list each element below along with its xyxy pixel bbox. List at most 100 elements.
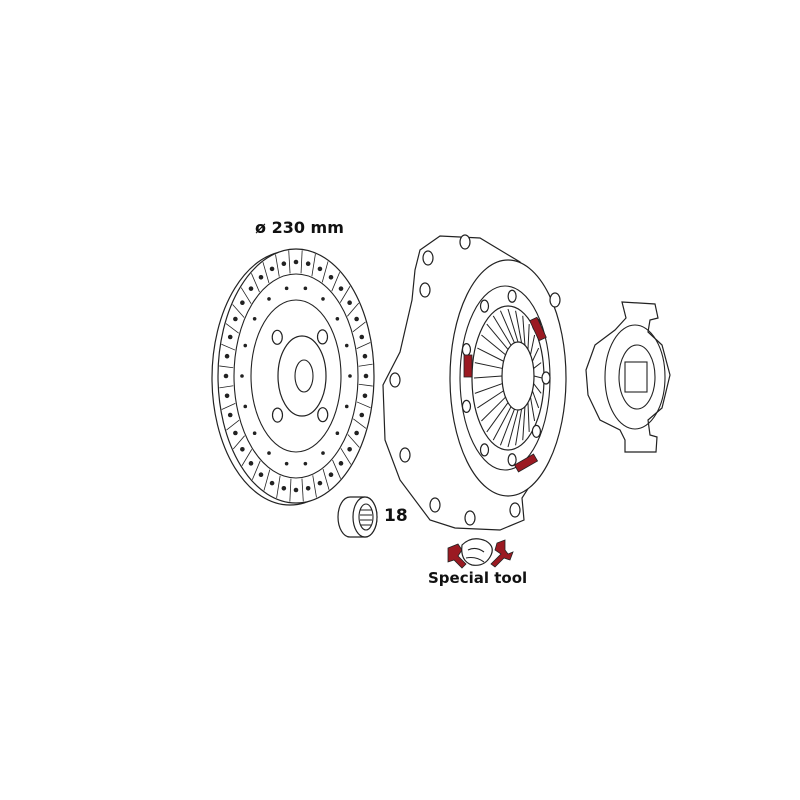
pressure-plate <box>382 234 567 531</box>
friction-rivet <box>362 353 368 359</box>
friction-groove <box>219 385 234 389</box>
rivet <box>240 374 244 378</box>
friction-rivet <box>305 485 311 491</box>
friction-groove <box>340 448 352 465</box>
rivet <box>303 286 308 291</box>
friction-groove <box>262 262 270 284</box>
diaphragm-finger <box>527 402 530 432</box>
clutch-disc <box>211 248 375 506</box>
friction-rivet <box>227 334 233 340</box>
bolt-hole <box>479 299 490 313</box>
damper-window <box>271 407 284 423</box>
diaphragm-finger <box>474 383 503 394</box>
diaphragm-finger <box>533 362 542 369</box>
mounting-hole <box>389 372 401 388</box>
rivet <box>267 451 271 455</box>
friction-rivet <box>233 316 238 322</box>
friction-groove <box>221 343 236 351</box>
friction-groove <box>311 253 316 277</box>
rivet <box>348 374 352 378</box>
friction-rivet <box>305 261 311 267</box>
rivet <box>321 297 325 301</box>
friction-rivet <box>269 266 275 272</box>
friction-rivet <box>363 373 369 379</box>
damper-window <box>271 329 283 345</box>
friction-groove <box>322 468 330 490</box>
friction-groove <box>358 383 373 387</box>
rivet <box>252 316 257 321</box>
diaphragm-finger <box>522 315 526 346</box>
friction-groove <box>301 478 304 502</box>
release-bearing <box>585 301 671 453</box>
friction-groove <box>251 460 261 480</box>
diaphragm-finger <box>481 334 506 356</box>
rivet <box>335 431 340 436</box>
friction-groove <box>221 403 236 410</box>
friction-rivet <box>258 472 264 478</box>
friction-rivet <box>240 446 245 452</box>
rivet <box>344 343 349 348</box>
friction-rivet <box>347 300 352 306</box>
friction-rivet <box>338 286 344 291</box>
diaphragm-finger <box>531 390 540 409</box>
diaphragm-finger <box>481 396 506 422</box>
friction-rivet <box>224 353 230 359</box>
friction-groove <box>232 435 245 450</box>
diaphragm-finger <box>515 310 523 343</box>
friction-groove <box>241 449 253 466</box>
mounting-hole <box>399 447 411 463</box>
special-tool-label: Special tool <box>428 569 528 587</box>
friction-groove <box>353 418 367 429</box>
friction-rivet <box>328 472 334 478</box>
mounting-hole <box>509 502 521 518</box>
friction-groove <box>347 434 360 448</box>
friction-rivet <box>281 261 287 267</box>
rivet <box>344 404 349 409</box>
friction-groove <box>251 273 260 293</box>
friction-groove <box>312 475 317 498</box>
friction-rivet <box>293 259 299 265</box>
friction-groove <box>225 323 239 334</box>
mounting-hole <box>464 510 476 526</box>
rivet <box>243 404 248 409</box>
friction-groove <box>300 250 303 274</box>
friction-groove <box>263 469 271 491</box>
bolt-hole <box>461 399 472 413</box>
rivet <box>284 461 289 466</box>
diaphragm-finger <box>474 362 503 369</box>
friction-groove <box>219 365 234 369</box>
diaphragm-finger <box>515 409 523 446</box>
diaphragm-finger <box>499 310 515 344</box>
friction-rivet <box>362 393 368 399</box>
friction-rivet <box>240 300 245 306</box>
diaphragm-finger <box>492 406 512 441</box>
special-tool-icon <box>447 538 514 569</box>
bolt-hole <box>507 289 517 303</box>
damper-window <box>317 407 329 423</box>
friction-rivet <box>227 412 233 418</box>
diameter-label: ø 230 mm <box>255 218 344 237</box>
mounting-hole <box>549 292 561 308</box>
bolt-hole <box>507 453 517 467</box>
pilot-bearing <box>337 496 378 538</box>
diaphragm-finger <box>477 390 504 409</box>
friction-groove <box>339 286 351 303</box>
rivet <box>335 316 340 321</box>
rivet <box>252 431 257 436</box>
friction-groove <box>289 478 292 502</box>
rivet <box>284 286 289 291</box>
friction-rivet <box>317 480 323 486</box>
diaphragm-finger <box>477 347 504 362</box>
diaphragm-finger <box>486 402 509 433</box>
friction-groove <box>332 459 341 479</box>
friction-groove <box>240 287 252 304</box>
friction-groove <box>331 272 341 292</box>
friction-rivet <box>248 286 254 291</box>
friction-rivet <box>293 487 299 493</box>
rivet <box>243 343 248 348</box>
diaphragm-finger <box>533 375 543 379</box>
diaphragm-finger <box>522 406 526 441</box>
diaphragm-finger <box>486 323 509 350</box>
bolt-hole <box>479 443 490 457</box>
